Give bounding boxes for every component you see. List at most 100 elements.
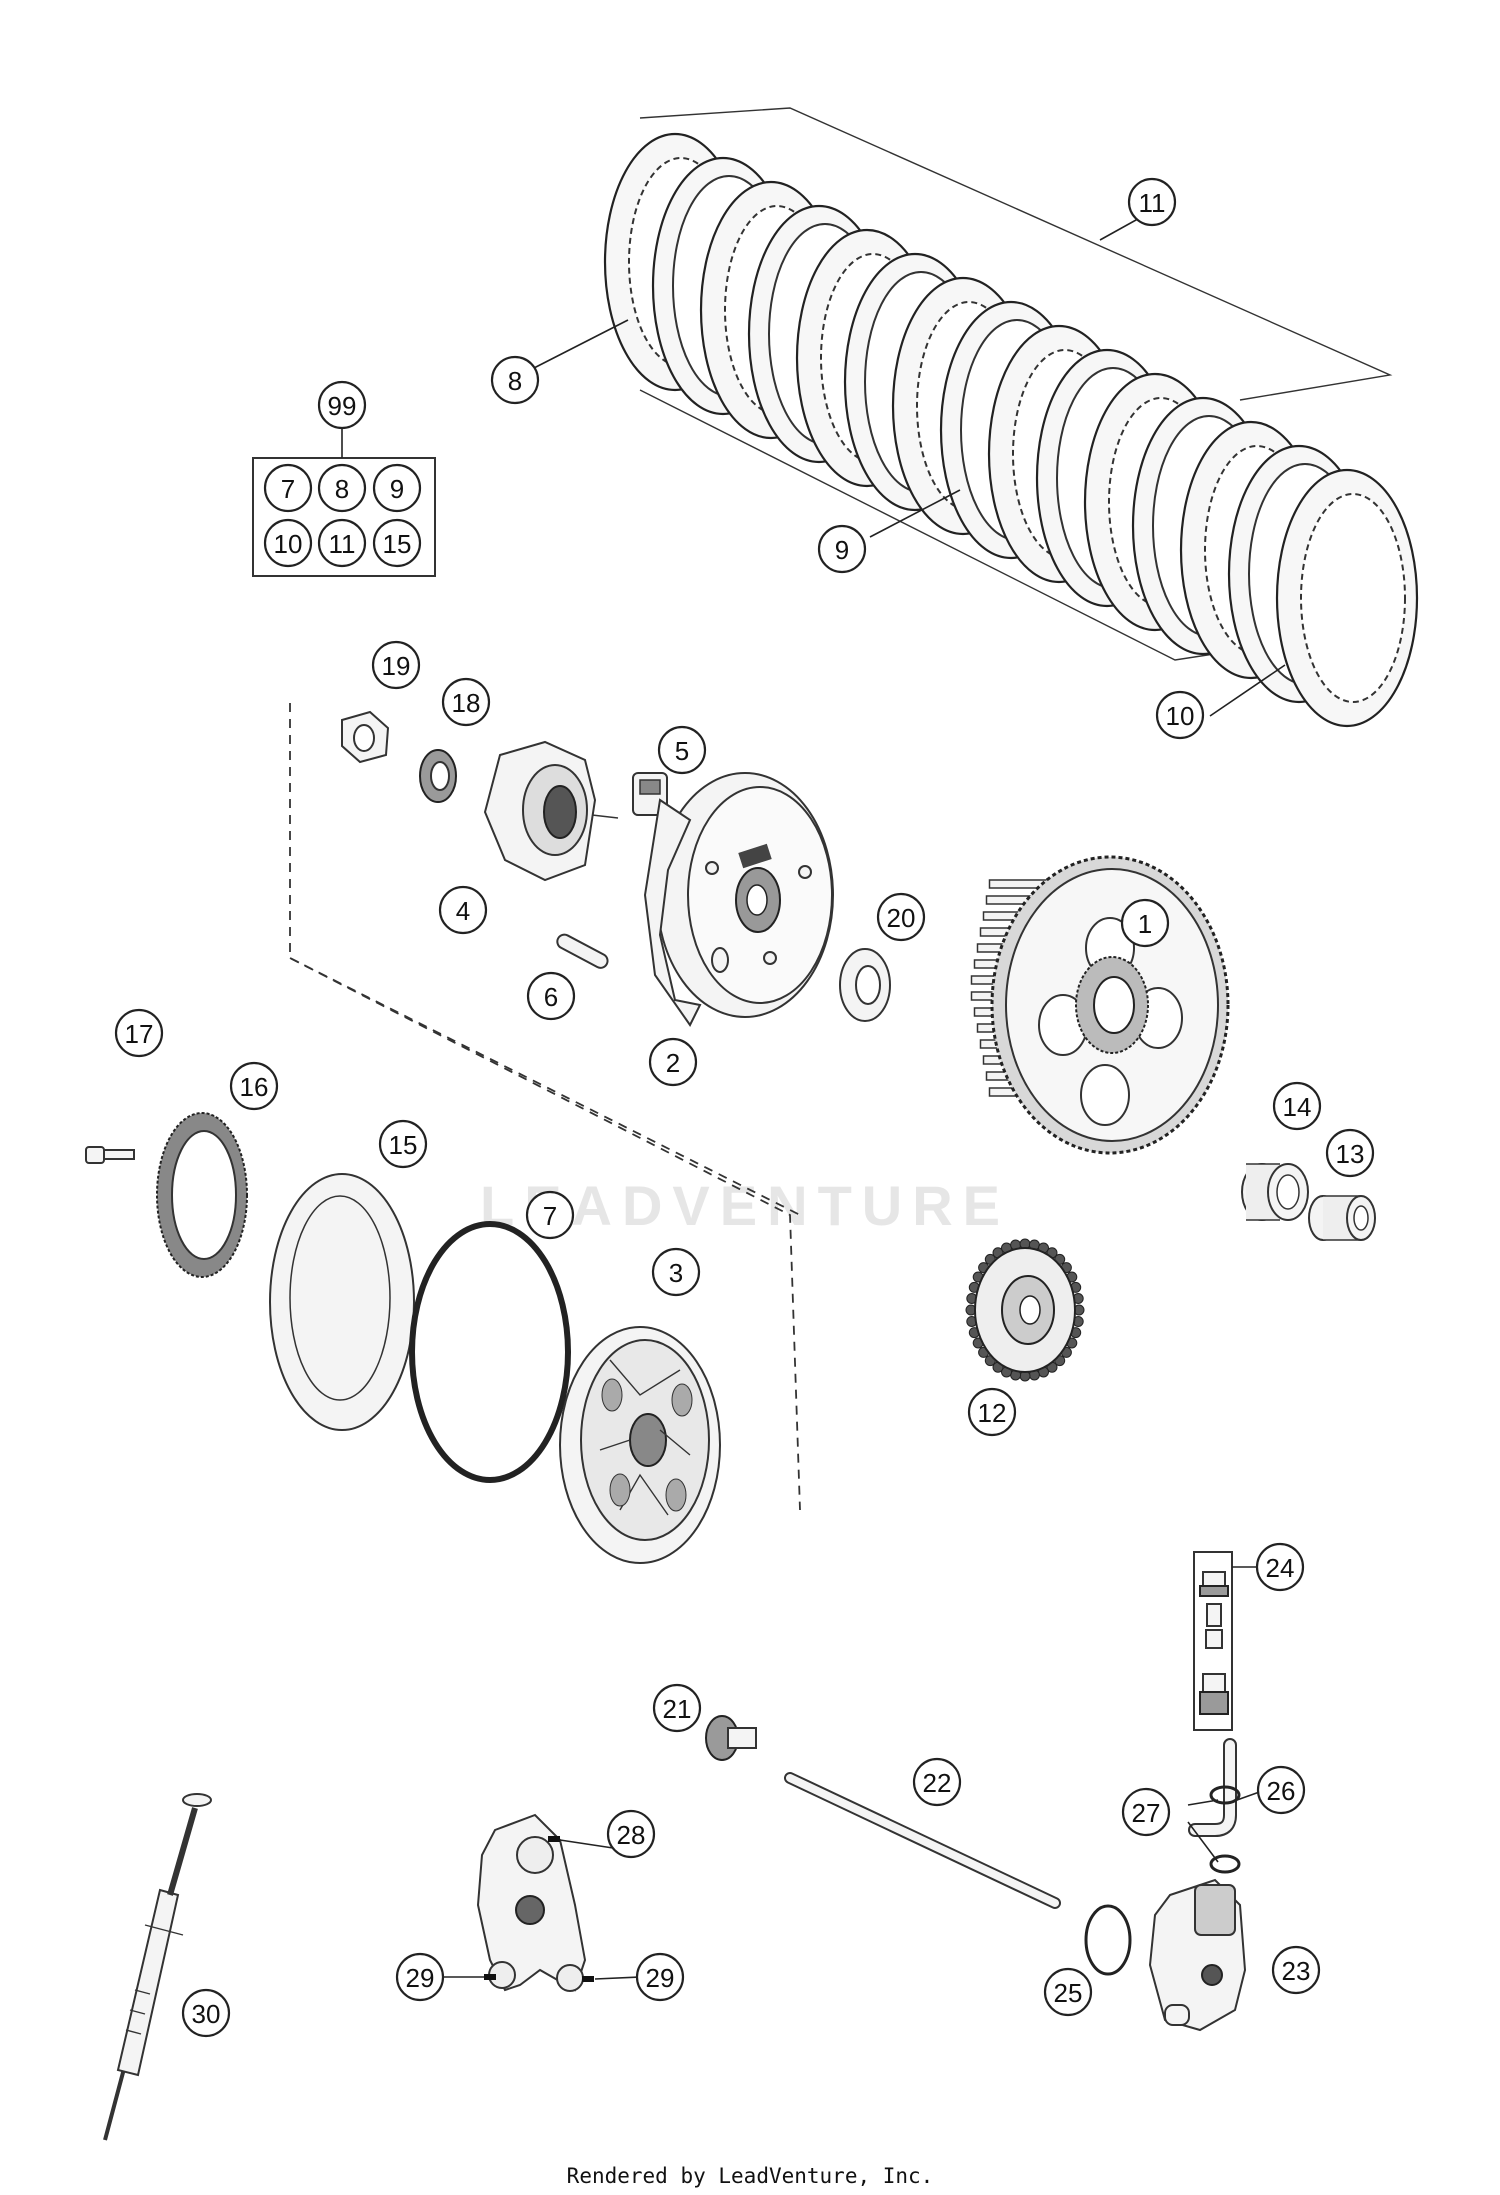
callout-24: 24 [1255, 1542, 1305, 1592]
callout-label: 29 [646, 1963, 675, 1993]
callout-3: 3 [651, 1247, 701, 1297]
needle-bearing [1241, 1163, 1309, 1221]
kit-item-10: 10 [263, 518, 313, 568]
callout-7: 7 [525, 1190, 575, 1240]
callout-6: 6 [526, 971, 576, 1021]
slave-piston [705, 1715, 757, 1761]
callout-30: 30 [181, 1988, 231, 2038]
callout-label: 21 [663, 1694, 692, 1724]
callout-label: 18 [452, 688, 481, 718]
callout-label: 5 [675, 736, 689, 766]
callout-22: 22 [912, 1757, 962, 1807]
push-rod [784, 1772, 1061, 1909]
callout-label: 26 [1267, 1776, 1296, 1806]
callout-label: 23 [1282, 1956, 1311, 1986]
callout-26: 26 [1256, 1765, 1306, 1815]
kit-item-11: 11 [317, 518, 367, 568]
svg-text:9: 9 [390, 474, 404, 504]
callout-label: 30 [192, 1999, 221, 2029]
svg-text:99: 99 [328, 391, 357, 421]
svg-text:10: 10 [274, 529, 303, 559]
callout-label: 28 [617, 1820, 646, 1850]
callout-label: 3 [669, 1258, 683, 1288]
seal-rings [1209, 1785, 1241, 1874]
callout-label: 2 [666, 1048, 680, 1078]
clutch-basket [643, 772, 834, 1027]
callout-label: 27 [1132, 1798, 1161, 1828]
primary-driven-gear [970, 855, 1230, 1155]
thrust-bearing [156, 1112, 248, 1278]
callout-27: 27 [1121, 1787, 1171, 1837]
bleed-valve-kit [1193, 1551, 1233, 1731]
callout-label: 22 [923, 1768, 952, 1798]
o-ring [409, 1221, 571, 1483]
callout-19: 19 [371, 640, 421, 690]
kit-item-9: 9 [372, 463, 422, 513]
kit-item-7: 7 [263, 463, 313, 513]
callout-label: 17 [125, 1019, 154, 1049]
large-washer [269, 1173, 415, 1431]
clutch-plate-stack [603, 107, 1419, 728]
callout-13: 13 [1325, 1128, 1375, 1178]
callout-label: 6 [544, 982, 558, 1012]
callout-28: 28 [606, 1809, 656, 1859]
callout-4: 4 [438, 885, 488, 935]
callout-label: 15 [389, 1130, 418, 1160]
callout-label: 20 [887, 903, 916, 933]
slave-cylinder [1148, 1878, 1247, 2032]
callout-11: 11 [1127, 177, 1177, 227]
pressure-plate [559, 1326, 721, 1564]
callout-12: 12 [967, 1387, 1017, 1437]
dowel-pin [556, 933, 609, 969]
assembly-outline [289, 703, 801, 1511]
bushing [1308, 1195, 1376, 1241]
kit-box [252, 428, 436, 577]
callout-29: 29 [395, 1952, 445, 2002]
callout-18: 18 [441, 677, 491, 727]
callout-label: 29 [406, 1963, 435, 1993]
callout-label: 7 [543, 1201, 557, 1231]
callout-label: 24 [1266, 1553, 1295, 1583]
banjo-fitting [1188, 1738, 1237, 1837]
callout-29: 29 [635, 1952, 685, 2002]
footer-credit: Rendered by LeadVenture, Inc. [566, 2164, 934, 2188]
grease-syringe [103, 1793, 212, 2141]
slave-cylinder-cover [476, 1813, 594, 1992]
callout-16: 16 [229, 1061, 279, 1111]
callout-label: 1 [1138, 909, 1152, 939]
callout-label: 19 [382, 651, 411, 681]
bolt [85, 1146, 135, 1164]
callout-8: 8 [490, 355, 540, 405]
svg-text:7: 7 [281, 474, 295, 504]
callout-9: 9 [817, 524, 867, 574]
thrust-washer [839, 948, 891, 1022]
callout-kit: 99 [317, 380, 367, 430]
callout-2: 2 [648, 1037, 698, 1087]
callout-5: 5 [657, 725, 707, 775]
callout-23: 23 [1271, 1945, 1321, 1995]
callout-1: 1 [1120, 898, 1170, 948]
callout-20: 20 [876, 892, 926, 942]
callout-label: 8 [508, 366, 522, 396]
kit-item-15: 15 [372, 518, 422, 568]
svg-text:15: 15 [383, 529, 412, 559]
callout-label: 16 [240, 1072, 269, 1102]
slave-o-ring [1084, 1904, 1132, 1976]
callout-label: 12 [978, 1398, 1007, 1428]
clutch-pressure-cap [483, 740, 619, 882]
callout-17: 17 [114, 1008, 164, 1058]
callout-label: 13 [1336, 1139, 1365, 1169]
callout-label: 11 [1139, 188, 1166, 218]
svg-text:11: 11 [329, 529, 356, 559]
callout-21: 21 [652, 1683, 702, 1733]
callout-14: 14 [1272, 1081, 1322, 1131]
callout-label: 25 [1054, 1978, 1083, 2008]
callout-10: 10 [1155, 690, 1205, 740]
callout-25: 25 [1043, 1967, 1093, 2017]
callouts: 1234567891011121314151617181920212223242… [114, 177, 1375, 2038]
callout-label: 10 [1166, 701, 1195, 731]
kit-item-8: 8 [317, 463, 367, 513]
callout-15: 15 [378, 1119, 428, 1169]
callout-label: 4 [456, 896, 470, 926]
